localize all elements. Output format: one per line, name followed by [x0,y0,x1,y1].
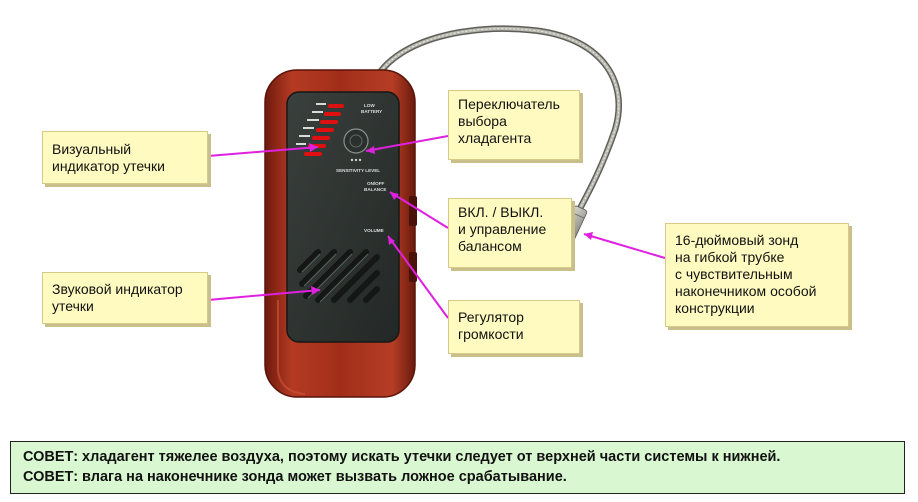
callout-line: индикатор утечки [52,158,165,174]
callout-line: утечки [52,298,94,314]
callout-line: балансом [458,238,522,254]
callout-line: на гибкой трубке [675,249,785,265]
callout-line: громкости [458,326,524,342]
callout-line: Визуальный [52,141,132,157]
tip-line-1: СОВЕТ: хладагент тяжелее воздуха, поэтом… [23,449,781,465]
callout-line: 16-дюймовый зонд [675,232,799,248]
on-off-label-2: BALANCE [364,187,386,192]
callout-power-balance: ВКЛ. / ВЫКЛ. и управление балансом [448,198,572,268]
callout-line: конструкции [675,300,755,316]
low-battery-label-1: LOW [364,103,375,108]
callout-line: наконечником особой [675,283,817,299]
callout-line: выбора [458,113,507,129]
sensitivity-label: SENSITIVITY LEVEL [336,168,380,173]
on-off-label-1: ON/OFF [367,181,385,186]
callout-refrigerant-switch: Переключатель выбора хладагента [448,90,580,160]
callout-line: Звуковой индикатор [52,281,183,297]
low-battery-label-2: BATTERY [361,109,382,114]
sensitivity-button [343,128,369,154]
callout-line: Регулятор [458,309,524,325]
callout-line: ВКЛ. / ВЫКЛ. [458,204,544,220]
callout-sound-indicator: Звуковой индикатор утечки [42,272,208,324]
callout-probe: 16-дюймовый зонд на гибкой трубке с чувс… [665,223,849,327]
tips-box: СОВЕТ: хладагент тяжелее воздуха, поэтом… [10,441,905,494]
callout-line: и управление [458,221,547,237]
volume-label: VOLUME [364,228,384,233]
callout-line: Переключатель [458,96,560,112]
pointer-lines [207,135,666,319]
callout-visual-indicator: Визуальный индикатор утечки [42,131,208,184]
side-knob-top [409,196,417,226]
device-face [286,91,400,343]
led-indicator [296,103,344,156]
callout-volume: Регулятор громкости [448,300,580,354]
tip-line-2: СОВЕТ: влага на наконечнике зонда может … [23,469,567,485]
callout-line: хладагента [458,130,532,146]
callout-line: с чувствительным [675,266,793,282]
